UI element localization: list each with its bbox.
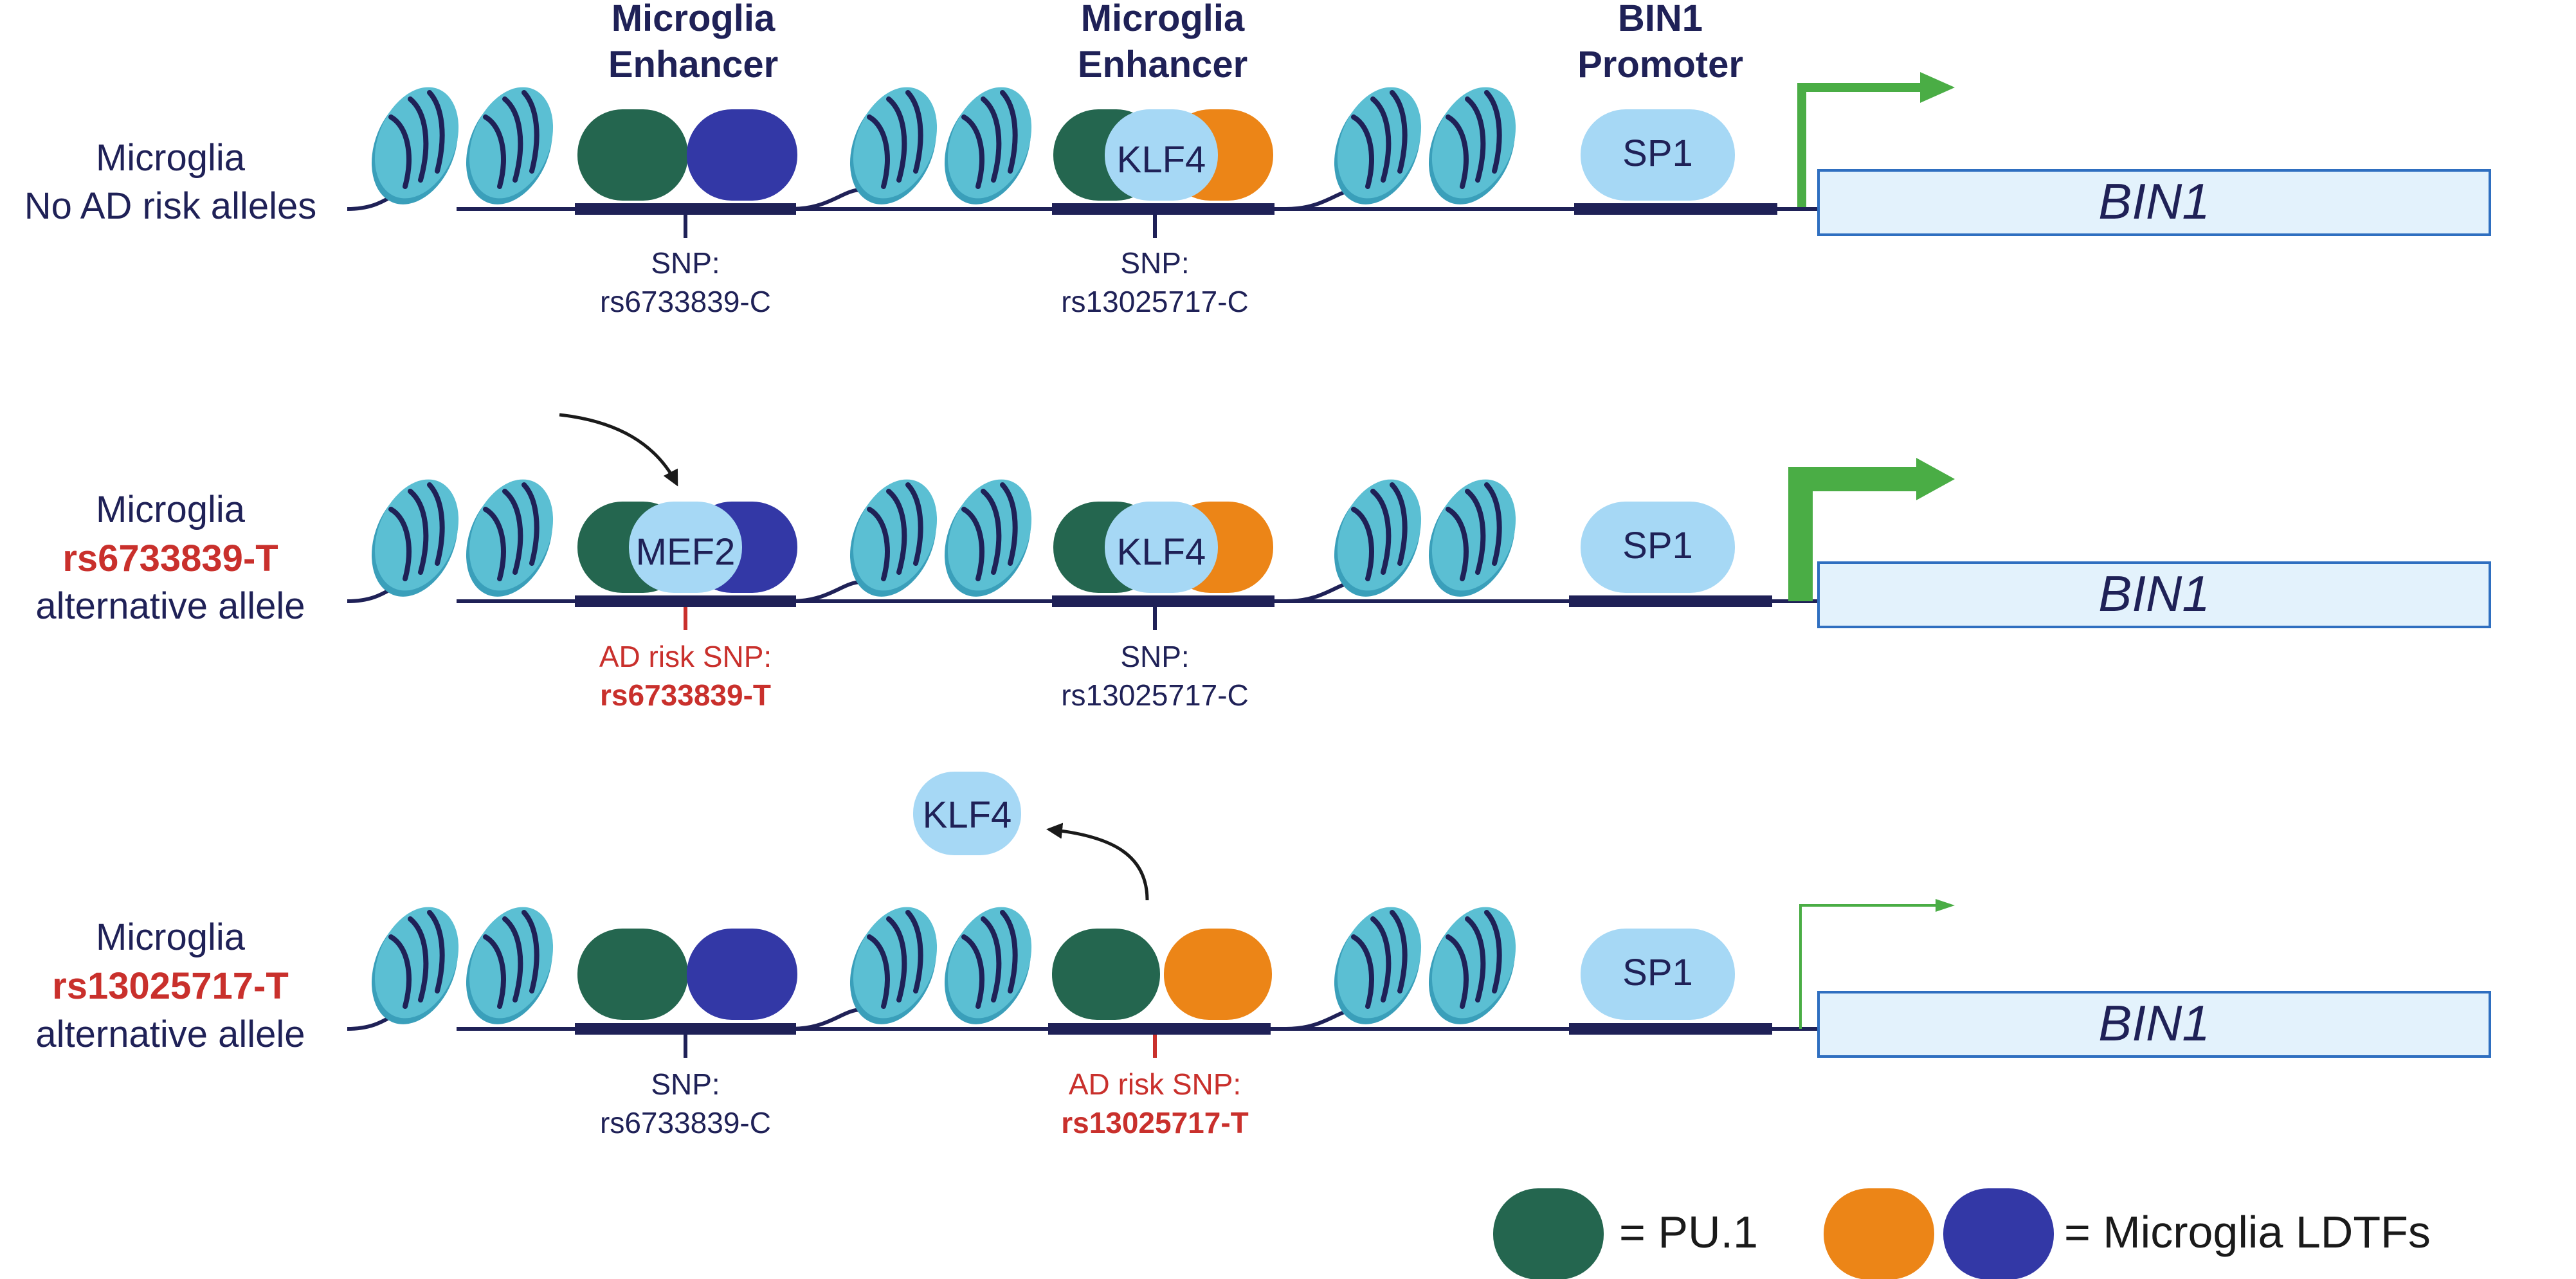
row-3-label-line2: rs13025717-T [52, 965, 289, 1007]
klf4-released-factor [913, 772, 1021, 855]
enhancer-2-region [1052, 203, 1274, 215]
pu1-factor [1052, 929, 1160, 1020]
ldtf-blue-factor [687, 929, 797, 1020]
enhancer-2-region [1048, 1023, 1271, 1035]
ldtf-orange-factor [1164, 929, 1272, 1020]
row-1: Microglia No AD risk alleles KLF4 SP1 SN… [24, 72, 2491, 318]
klf4-factor [1105, 502, 1218, 593]
bin1-gene-label: BIN1 [2098, 173, 2209, 230]
row-3-label-line3: alternative allele [35, 1013, 305, 1055]
nucleosome [929, 467, 1047, 610]
transcription-arrowhead [1936, 899, 1955, 912]
row-2: Microglia rs6733839-T alternative allele… [35, 413, 2491, 712]
nucleosome [356, 894, 474, 1037]
transcription-arrowhead [1916, 458, 1955, 500]
mef2-factor [629, 502, 742, 593]
legend-pu1-label: = PU.1 [1619, 1207, 1758, 1257]
enhancer-2-header-line1: Microglia [1081, 0, 1245, 39]
nucleosome [929, 894, 1047, 1037]
promoter-header-line2: Promoter [1577, 44, 1743, 86]
legend: = PU.1 = Microglia LDTFs [1493, 1188, 2431, 1279]
enhancer-2-region [1052, 595, 1274, 607]
sp1-label: SP1 [1622, 952, 1693, 993]
enhancer-1-header-line2: Enhancer [608, 44, 778, 86]
nucleosome [450, 75, 568, 217]
sp1-factor [1581, 929, 1735, 1020]
ldtf-blue-factor [687, 109, 797, 201]
klf4-release-arrow [1046, 822, 1149, 901]
sp1-factor [1581, 502, 1735, 593]
bin1-gene [1817, 169, 2491, 236]
row-3-label-line1: Microglia [96, 916, 246, 958]
snp-2-line1: SNP: [1120, 246, 1189, 280]
mef2-binding-arrow [559, 413, 678, 487]
klf4-label: KLF4 [1117, 531, 1206, 573]
promoter-region [1569, 595, 1772, 607]
snp-1-line1: AD risk SNP: [599, 640, 772, 673]
pu1-factor [577, 109, 688, 201]
bin1-gene [1817, 991, 2491, 1058]
klf4-released-label: KLF4 [923, 794, 1012, 836]
nucleosome [450, 467, 568, 610]
enhancer-1-region [575, 1023, 796, 1035]
nucleosome [356, 467, 474, 610]
row-1-label-line1: Microglia [96, 137, 246, 179]
row-2-label-line2: rs6733839-T [62, 538, 278, 579]
snp-2-line2: rs13025717-C [1061, 678, 1249, 712]
sp1-factor [1581, 109, 1735, 201]
legend-ldtfs-label: = Microglia LDTFs [2064, 1207, 2431, 1257]
nucleosome [834, 467, 952, 610]
transcription-arrow [1788, 467, 1923, 601]
promoter-region [1569, 1023, 1772, 1035]
row-3: Microglia rs13025717-T alternative allel… [35, 772, 2491, 1139]
row-2-label-line1: Microglia [96, 489, 246, 531]
nucleosome [356, 75, 474, 217]
transcription-arrow [1799, 904, 1937, 1029]
legend-pu1-swatch [1493, 1188, 1604, 1279]
bin1-gene-label: BIN1 [2098, 565, 2209, 622]
snp-2-line2: rs13025717-T [1061, 1106, 1249, 1139]
bin1-gene [1817, 561, 2491, 628]
promoter-header-line1: BIN1 [1618, 0, 1703, 39]
nucleosome [834, 894, 952, 1037]
snp-2-line1: AD risk SNP: [1069, 1067, 1241, 1101]
enhancer-2-header-line2: Enhancer [1078, 44, 1247, 86]
enhancer-1-region [575, 595, 796, 607]
sp1-label: SP1 [1622, 525, 1693, 567]
transcription-arrowhead [1920, 72, 1955, 103]
snp-2-line1: SNP: [1120, 640, 1189, 673]
nucleosome [834, 75, 952, 217]
nucleosome [1413, 75, 1531, 217]
snp-1-line1: SNP: [651, 246, 720, 280]
snp-1-line2: rs6733839-C [600, 285, 771, 318]
legend-orange-swatch [1824, 1188, 1934, 1279]
bin1-gene-label: BIN1 [2098, 995, 2209, 1051]
enhancer-1-region [575, 203, 796, 215]
snp-1-line2: rs6733839-C [600, 1106, 771, 1139]
row-2-label-line3: alternative allele [35, 585, 305, 627]
sp1-label: SP1 [1622, 132, 1693, 174]
snp-1-line2: rs6733839-T [600, 678, 771, 712]
promoter-region [1574, 203, 1777, 215]
klf4-factor [1105, 109, 1218, 201]
nucleosome [450, 894, 568, 1037]
nucleosome [1413, 467, 1531, 610]
snp-1-line1: SNP: [651, 1067, 720, 1101]
pu1-factor [577, 929, 688, 1020]
mef2-label: MEF2 [636, 531, 736, 573]
nucleosome [929, 75, 1047, 217]
snp-2-line2: rs13025717-C [1061, 285, 1249, 318]
klf4-label: KLF4 [1117, 139, 1206, 181]
legend-blue-swatch [1943, 1188, 2054, 1279]
enhancer-1-header-line1: Microglia [612, 0, 776, 39]
transcription-arrow [1797, 83, 1924, 207]
row-1-label-line2: No AD risk alleles [24, 185, 316, 227]
nucleosome [1413, 894, 1531, 1037]
